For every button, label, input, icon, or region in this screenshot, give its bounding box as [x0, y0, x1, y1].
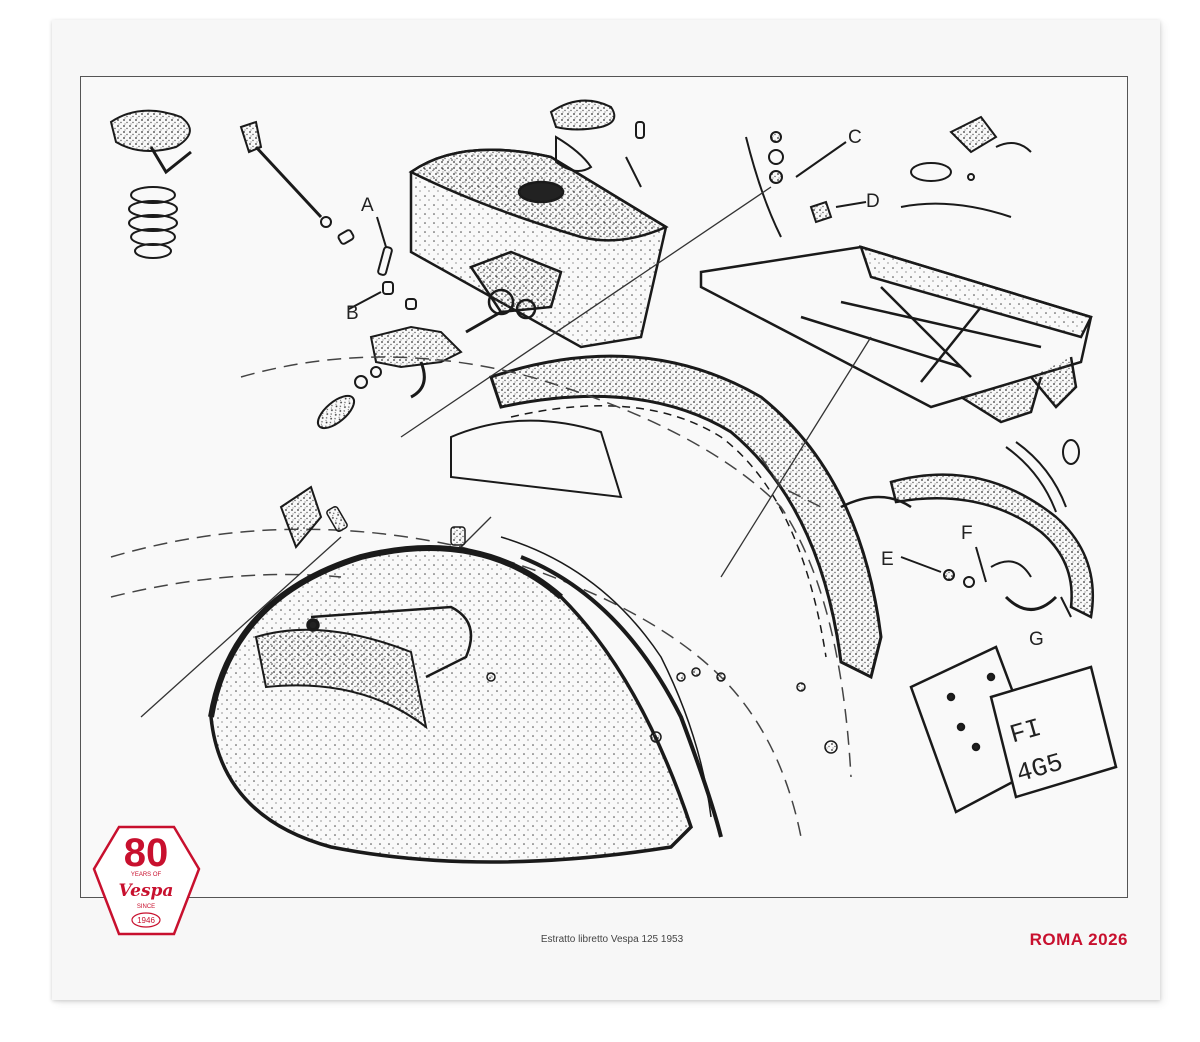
badge-hexagon: [92, 825, 201, 936]
side-panel-shell: [208, 536, 723, 864]
label-e: E: [881, 549, 894, 570]
small-bracket: [279, 485, 323, 549]
badge-year: 1946: [137, 916, 155, 925]
anniversary-badge: 80 YEARS OF Vespa SINCE 1946: [92, 825, 201, 936]
fuel-tank: [408, 148, 669, 349]
rear-fender: [450, 354, 883, 680]
part-e-f-g-hardware: [900, 546, 1072, 618]
label-d: D: [866, 191, 880, 212]
city-year-label: ROMA 2026: [1029, 930, 1128, 949]
screws: [326, 505, 838, 754]
strap: [1005, 439, 1080, 513]
luggage-rack: [699, 245, 1093, 424]
clamp-part: [549, 99, 645, 188]
tail-light-bracket: [900, 115, 1032, 218]
rod-part: [239, 120, 355, 245]
seat-spring-assembly: [109, 109, 192, 259]
badge-number: 80: [124, 831, 169, 875]
curved-rail: [840, 473, 1095, 619]
label-g: G: [1029, 629, 1044, 650]
leader-lines: [140, 186, 872, 718]
part-a-pin: [376, 216, 393, 276]
label-a: A: [361, 195, 374, 216]
label-c: C: [848, 127, 862, 148]
label-b: B: [346, 303, 359, 324]
exploded-parts-diagram: A: [109, 99, 1118, 864]
badge-since: SINCE: [137, 904, 155, 910]
badge-tagline: YEARS OF: [131, 872, 162, 878]
license-plate: [989, 665, 1118, 799]
poster: A: [52, 20, 1160, 1000]
label-f: F: [961, 523, 973, 544]
part-c-d-hardware: [745, 131, 867, 238]
diagram-frame: A: [80, 76, 1128, 898]
caption: Estratto libretto Vespa 125 1953: [540, 934, 684, 945]
badge-brand: Vespa: [119, 881, 174, 901]
